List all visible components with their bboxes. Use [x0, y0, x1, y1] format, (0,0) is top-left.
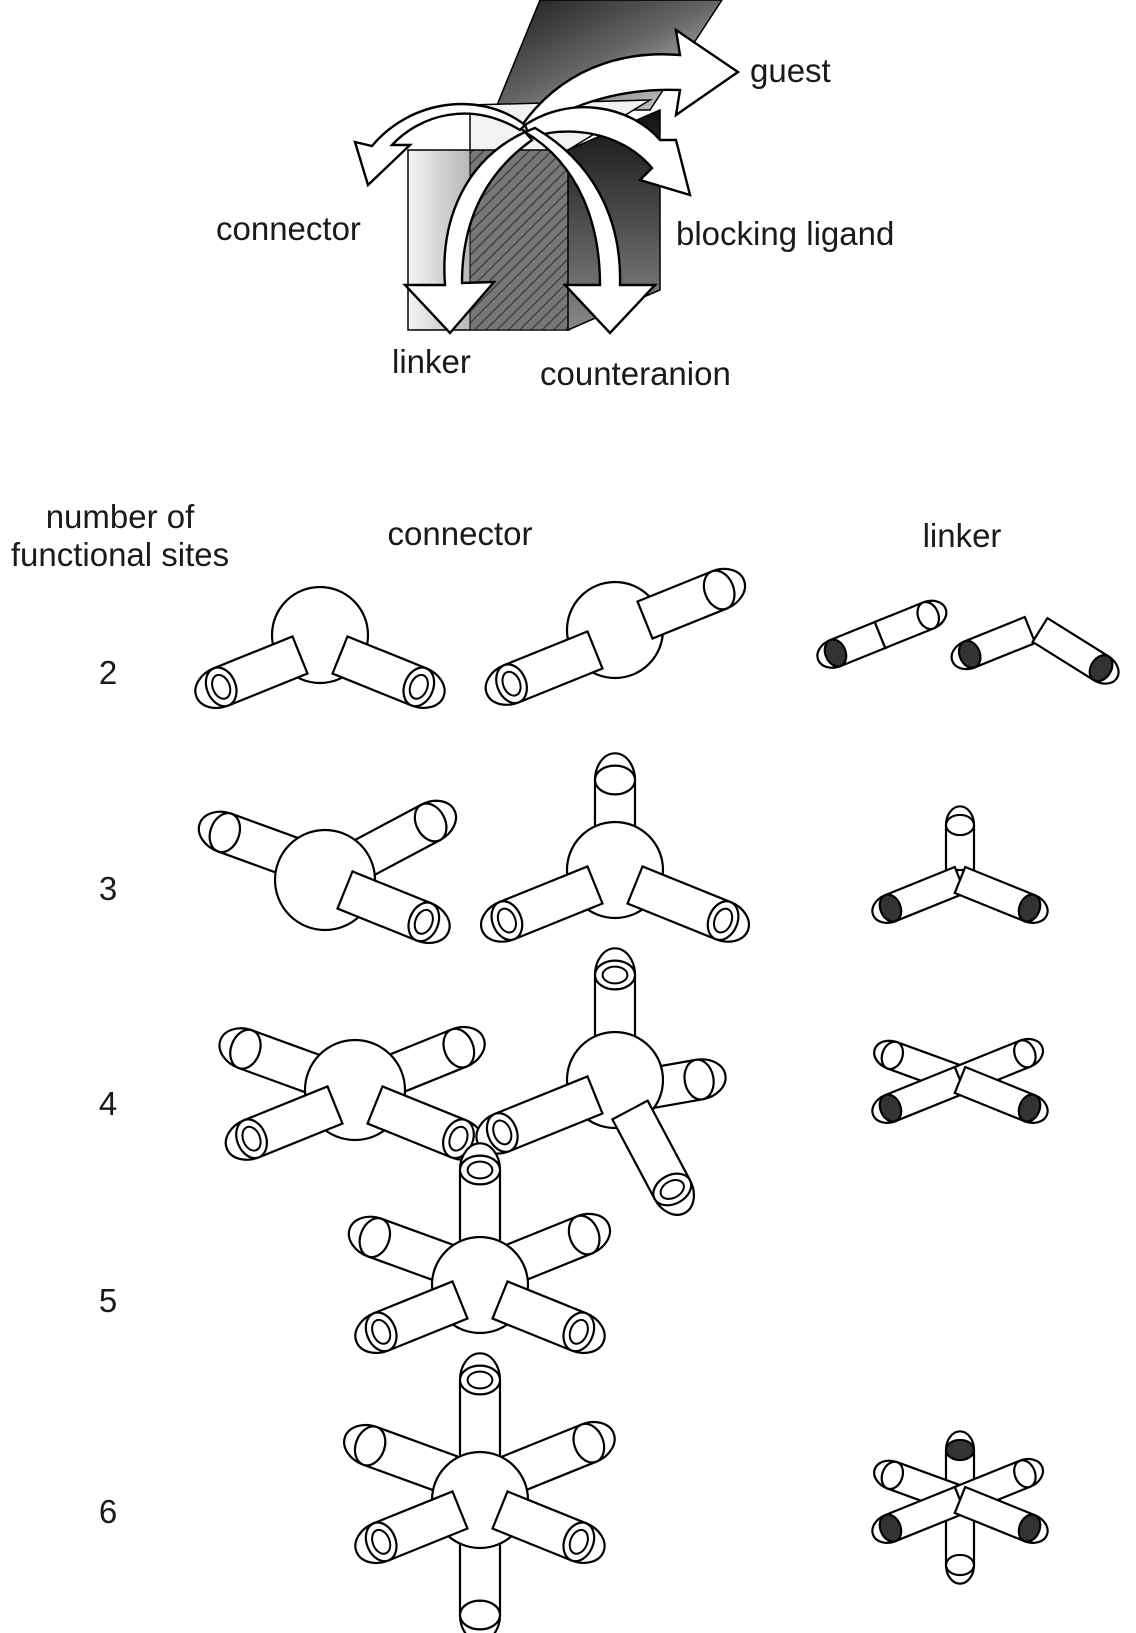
tube-end: [413, 802, 448, 843]
label-connector: connector: [216, 210, 361, 247]
tube-end: [572, 1422, 606, 1464]
tube-end: [353, 1425, 387, 1467]
connector-5: [347, 1142, 612, 1355]
metal-centre-illustration: [353, 0, 741, 335]
building-block-models: [194, 567, 1120, 1633]
tube-end: [1013, 1039, 1037, 1069]
tube-opening: [211, 673, 232, 700]
linker-6: [871, 1430, 1049, 1585]
tube-end: [957, 639, 982, 669]
label-counteranion: counteranion: [540, 355, 731, 392]
arrow-linker: [402, 130, 534, 335]
tube-opening: [568, 1318, 589, 1345]
tube-end: [442, 1027, 476, 1069]
tube-end: [229, 1028, 262, 1070]
tube-end: [880, 1460, 905, 1491]
tube-end: [208, 812, 242, 854]
tube-opening: [371, 1318, 392, 1345]
tube-end: [878, 1093, 903, 1123]
header-sites-line1: number of: [46, 498, 195, 535]
tube-opening: [241, 1125, 262, 1152]
tube-end: [916, 600, 941, 631]
tube-end: [567, 1214, 601, 1256]
connector-4-square: [218, 1025, 486, 1161]
tube-end: [458, 1599, 502, 1631]
label-linker: linker: [392, 343, 471, 380]
tube-opening: [448, 1125, 469, 1152]
connector-6: [343, 1352, 616, 1633]
tube-opening: [413, 908, 434, 935]
header-connector: connector: [388, 515, 533, 552]
row-sites-3: 3: [99, 870, 117, 907]
tube-end: [823, 638, 848, 668]
tube-opening: [496, 907, 517, 934]
tube-end: [880, 1040, 905, 1071]
linker-2-bent: [950, 615, 1120, 685]
row-sites-5: 5: [99, 1282, 117, 1319]
tube-end: [944, 1438, 976, 1462]
tube-end: [1017, 1093, 1042, 1123]
tube-opening: [501, 670, 522, 697]
tube-end: [358, 1217, 392, 1259]
connector-3-planar: [197, 799, 458, 944]
header-linker: linker: [923, 517, 1002, 554]
arrow-connector: [353, 102, 527, 188]
tube-opening: [568, 1528, 589, 1555]
tube-opening: [659, 1179, 685, 1200]
arrow-counteranion: [522, 126, 658, 335]
arrow-blocking-ligand: [523, 106, 692, 197]
tube-end: [944, 1553, 976, 1577]
label-blocking-ligand: blocking ligand: [676, 215, 894, 252]
tube-end: [944, 813, 976, 837]
tube-end: [878, 893, 903, 923]
linker-2-linear: [816, 599, 948, 669]
tube-end: [1013, 1459, 1037, 1489]
connector-2-linear: [484, 567, 747, 706]
tube-opening: [466, 1370, 494, 1390]
tube-end: [1088, 654, 1114, 683]
header-sites-line2: functional sites: [11, 536, 229, 573]
tube-end: [683, 1058, 715, 1101]
linker-3: [871, 805, 1049, 924]
tube-end: [1017, 1513, 1042, 1543]
row-sites-4: 4: [99, 1085, 117, 1122]
row-sites-6: 6: [99, 1493, 117, 1530]
tube-opening: [371, 1528, 392, 1555]
tube-opening: [713, 907, 734, 934]
connector-3-tripod: [479, 752, 751, 943]
tube-end: [1017, 893, 1042, 923]
tube-end: [702, 569, 736, 611]
label-guest: guest: [750, 52, 831, 89]
tube-end: [593, 764, 637, 796]
tube-opening: [492, 1119, 513, 1146]
row-sites-2: 2: [99, 654, 117, 691]
tube-opening: [601, 965, 629, 985]
linker-4: [871, 1037, 1049, 1124]
tube-end: [878, 1513, 903, 1543]
tube-opening: [466, 1160, 494, 1180]
connector-2-bent: [194, 585, 446, 709]
connector-4-tetrahedral: [475, 947, 727, 1216]
tube-opening: [408, 673, 429, 700]
